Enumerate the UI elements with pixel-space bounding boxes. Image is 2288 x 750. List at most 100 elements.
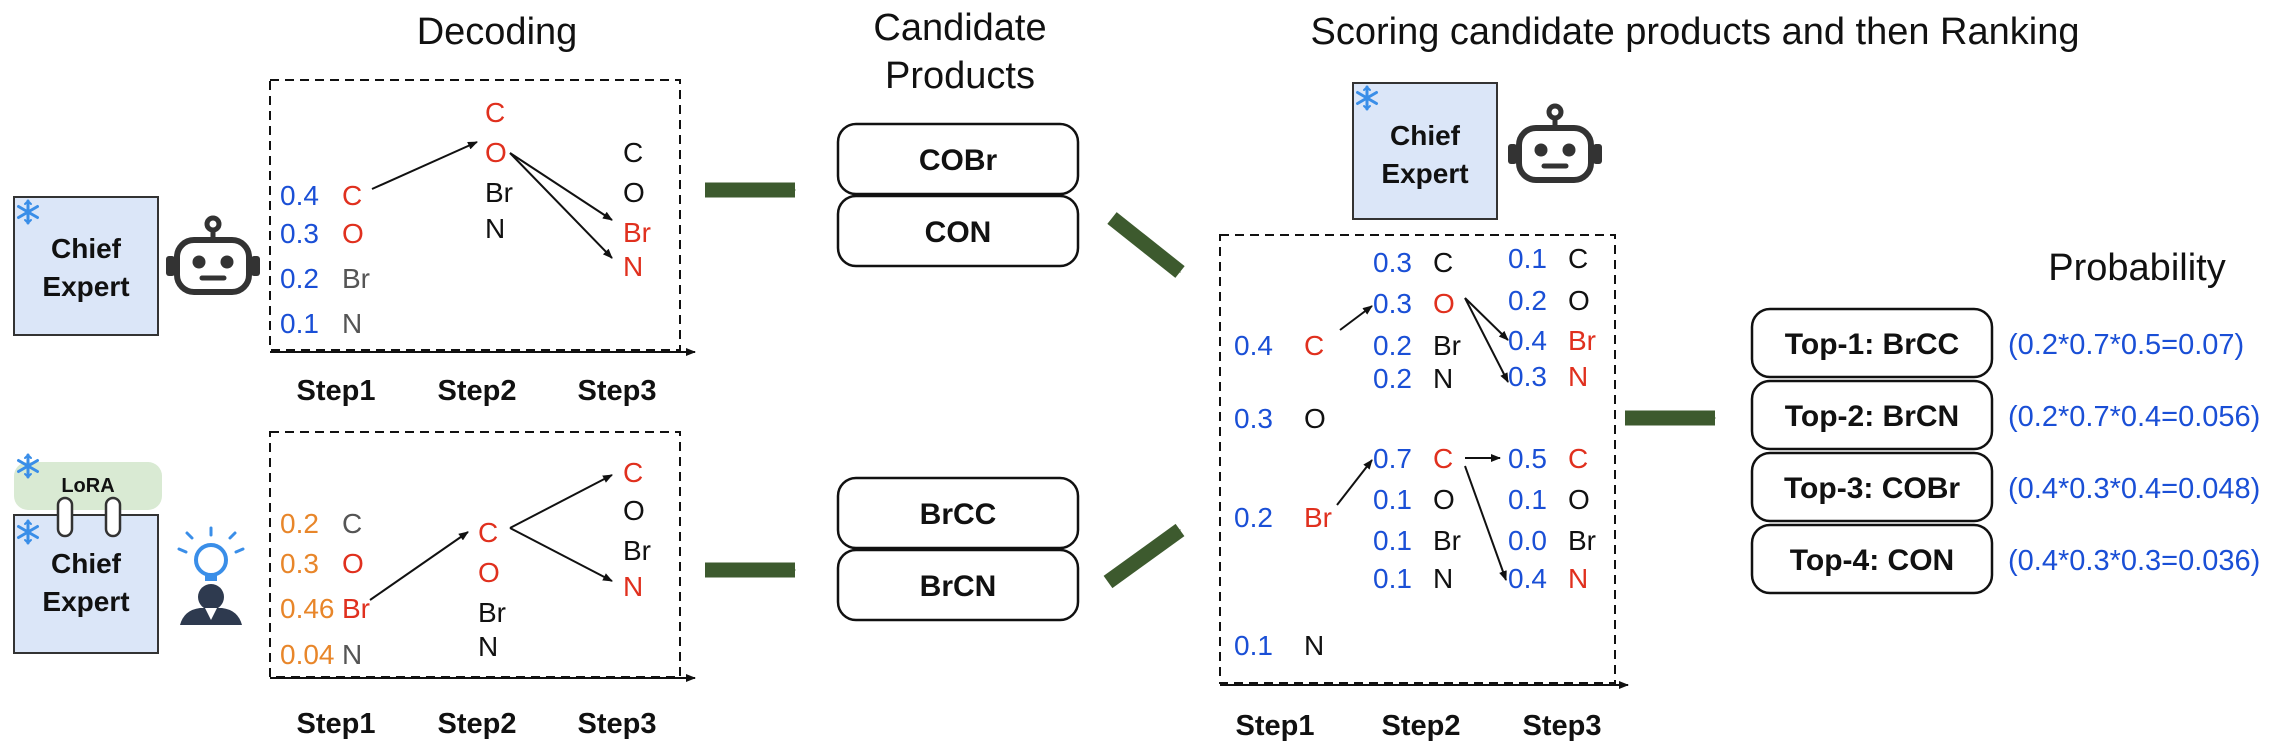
candidate-label: CON: [925, 216, 992, 249]
token: N: [1433, 563, 1453, 594]
token: O: [1433, 288, 1455, 319]
candidate-box: BrCC: [836, 476, 1080, 550]
ranking-probability: (0.4*0.3*0.3=0.036): [2008, 545, 2260, 577]
candidate-label: COBr: [919, 144, 998, 177]
probability-value: 0.2: [280, 263, 319, 294]
ranking-box: [1750, 523, 1994, 595]
probability-value: 0.4: [1508, 563, 1547, 594]
scoring-panel: [1219, 234, 1616, 684]
path-arrow: [1464, 465, 1507, 581]
probability-value: 0.2: [1373, 330, 1412, 361]
token: O: [485, 137, 507, 168]
expert-label-line1: Chief: [51, 233, 122, 264]
probability-value: 0.1: [1373, 525, 1412, 556]
probability-value: 0.3: [1508, 361, 1547, 392]
token: C: [485, 97, 505, 128]
probability-value: 0.3: [1373, 247, 1412, 278]
token: O: [342, 218, 364, 249]
ranking-label: Top-3: COBr: [1784, 472, 1960, 505]
path-arrow: [371, 141, 478, 190]
path-arrow: [1464, 297, 1509, 341]
token: Br: [623, 535, 651, 566]
ranking-item: Top-2: BrCN (0.2*0.7*0.4=0.056): [1750, 379, 2260, 451]
path-arrow: [1339, 305, 1373, 331]
probability-value: 0.0: [1508, 525, 1547, 556]
path-arrow: [1464, 297, 1509, 383]
ranking-box: [1750, 451, 1994, 523]
ranking-box: [1750, 307, 1994, 379]
token: O: [1568, 484, 1590, 515]
token: Br: [1568, 525, 1596, 556]
ranking-list: Top-1: BrCC(0.2*0.7*0.5=0.07)Top-2: BrCN…: [1750, 307, 2260, 595]
candidate-label: BrCC: [920, 498, 997, 531]
token: Br: [1304, 502, 1332, 533]
probability-value: 0.2: [1508, 285, 1547, 316]
probability-value: 0.46: [280, 593, 335, 624]
probability-value: 0.3: [280, 548, 319, 579]
expert-label-line2: Expert: [1381, 158, 1468, 189]
probability-heading: Probability: [2048, 247, 2225, 289]
token: O: [1304, 403, 1326, 434]
token: N: [623, 571, 643, 602]
token: N: [485, 213, 505, 244]
step-label: Step3: [1523, 710, 1602, 742]
token: C: [623, 137, 643, 168]
token: Br: [485, 177, 513, 208]
scoring-heading: Scoring candidate products and then Rank…: [1311, 11, 2080, 53]
expert-label-line1: Chief: [1390, 120, 1461, 151]
token: Br: [623, 217, 651, 248]
token: O: [1433, 484, 1455, 515]
probability-value: 0.1: [1373, 563, 1412, 594]
step-label: Step3: [578, 375, 657, 407]
probability-value: 0.1: [1508, 243, 1547, 274]
path-arrow: [509, 527, 613, 582]
chief-expert-top: Chief Expert: [13, 196, 159, 336]
token: O: [1568, 285, 1590, 316]
token: C: [478, 517, 498, 548]
token: O: [623, 495, 645, 526]
path-arrow: [1336, 459, 1373, 506]
step-label: Step1: [1236, 710, 1315, 742]
ranking-probability: (0.4*0.3*0.4=0.048): [2008, 473, 2260, 505]
candidate-heading-line2: Products: [885, 55, 1035, 97]
robot-icon: [1508, 106, 1602, 180]
probability-value: 0.1: [280, 308, 319, 339]
token: N: [342, 308, 362, 339]
token: N: [1433, 363, 1453, 394]
token: N: [1568, 563, 1588, 594]
token: C: [1304, 330, 1324, 361]
token: N: [478, 631, 498, 662]
token: C: [1433, 247, 1453, 278]
token: C: [623, 457, 643, 488]
ranking-probability: (0.2*0.7*0.4=0.056): [2008, 401, 2260, 433]
candidate-label: BrCN: [920, 570, 997, 603]
step-label: Step3: [578, 708, 657, 740]
flow-arrow: [1107, 212, 1185, 278]
decoding-panel-top: [269, 79, 681, 351]
ranking-probability: (0.2*0.7*0.5=0.07): [2008, 329, 2244, 361]
token: N: [623, 251, 643, 282]
human-expert-icon: [177, 526, 245, 625]
chief-expert-scoring: Chief Expert: [1352, 82, 1498, 220]
ranking-box: [1750, 379, 1994, 451]
token: C: [1568, 443, 1588, 474]
token: O: [342, 548, 364, 579]
token: C: [1568, 243, 1588, 274]
candidate-box: BrCN: [836, 548, 1080, 622]
probability-value: 0.1: [1373, 484, 1412, 515]
probability-value: 0.1: [1234, 630, 1273, 661]
token: C: [1433, 443, 1453, 474]
probability-value: 0.04: [280, 639, 335, 670]
probability-value: 0.4: [1234, 330, 1273, 361]
ranking-label: Top-2: BrCN: [1785, 400, 1959, 433]
probability-value: 0.1: [1508, 484, 1547, 515]
probability-value: 0.4: [1508, 325, 1547, 356]
step-label: Step1: [297, 708, 376, 740]
ranking-item: Top-4: CON(0.4*0.3*0.3=0.036): [1750, 523, 2260, 595]
